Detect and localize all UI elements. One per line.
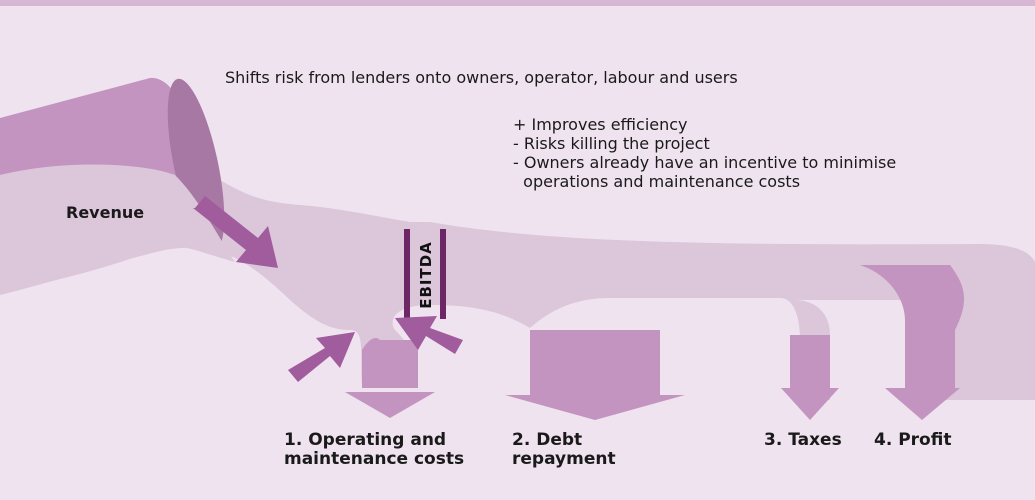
- taxes-label: 3. Taxes: [764, 430, 842, 450]
- flow-lower-mask: [0, 247, 530, 400]
- note-item: operations and maintenance costs: [513, 172, 801, 191]
- note-item: - Risks killing the project: [513, 134, 710, 153]
- debt-repayment-label-line: repayment: [512, 449, 616, 469]
- ops-pressure-arrow: [288, 332, 355, 382]
- notes-list: + Improves efficiency - Risks killing th…: [513, 115, 896, 191]
- operating-costs-label: 1. Operating and maintenance costs: [284, 431, 464, 469]
- ebitda-label: EBITDA: [413, 234, 439, 316]
- inflow-arrow: [193, 196, 278, 268]
- operating-costs-label-line: 1. Operating and: [284, 430, 447, 450]
- ebitda-bar-left: [404, 229, 410, 319]
- debt-repayment-label-line: 2. Debt: [512, 430, 583, 450]
- profit-outflow: [860, 265, 965, 388]
- taxes-outflow: [790, 335, 830, 388]
- operating-arrowhead: [345, 392, 435, 418]
- note-item: + Improves efficiency: [513, 115, 688, 134]
- ebitda-text: EBITDA: [417, 241, 435, 309]
- debt-outflow: [530, 330, 660, 395]
- top-band: [0, 0, 1035, 6]
- revenue-pipe-underside: [0, 164, 235, 292]
- revenue-pipe: [0, 77, 210, 240]
- subtitle: Shifts risk from lenders onto owners, op…: [225, 68, 738, 87]
- profit-label: 4. Profit: [874, 430, 952, 450]
- taxes-arrowhead: [781, 388, 839, 420]
- flow-bottom-mask: [0, 400, 1035, 500]
- operating-outflow: [362, 338, 418, 388]
- note-item: - Owners already have an incentive to mi…: [513, 153, 897, 172]
- revenue-label: Revenue: [66, 203, 145, 222]
- flow-lower-mask-taxes: [795, 300, 905, 400]
- debt-repayment-label: 2. Debt repayment: [512, 431, 616, 469]
- operating-costs-label-line: maintenance costs: [284, 449, 465, 469]
- profit-arrowhead: [885, 388, 960, 420]
- debt-arrowhead: [505, 395, 685, 420]
- ebitda-pressure-arrow: [395, 316, 463, 354]
- ebitda-bar-right: [440, 229, 446, 319]
